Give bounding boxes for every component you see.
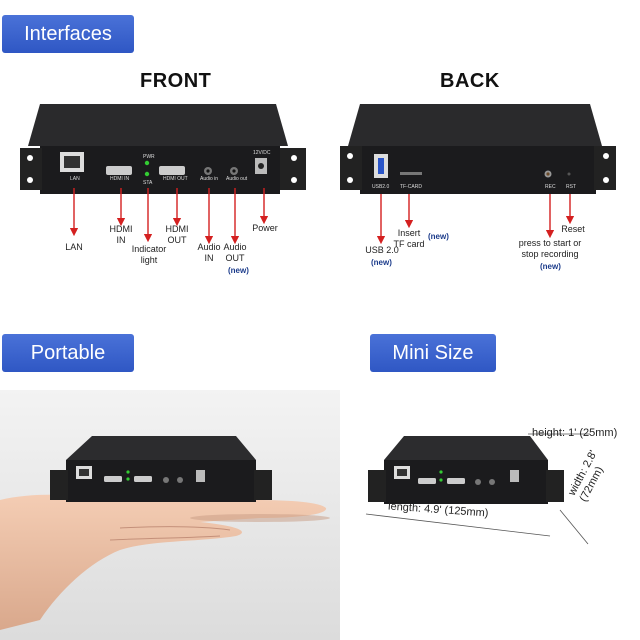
front-port-label: HDMI OUT [163,176,188,182]
back-device-image [340,104,616,194]
front-port-label: Audio in [200,176,219,182]
front-port-label: HDMI IN [110,176,130,182]
new-tag-tf: (new) [428,232,449,241]
back-heading: BACK [440,70,500,92]
mini-size-image [365,433,590,545]
callout-audio-in: Audio IN [197,242,221,263]
back-port-label: TF-CARD [400,184,422,190]
dim-height: height: 1' (25mm) [532,427,618,439]
portable-badge: Portable [2,334,134,372]
back-port-label: RST [566,184,576,190]
mini-size-badge: Mini Size [370,334,496,372]
callout-indicator: Indicator light [131,244,167,265]
callout-tf-card: Insert TF card [393,228,425,249]
new-tag-usb: (new) [371,258,392,267]
callout-audio-out: Audio OUT [223,242,247,263]
callout-power: Power [252,223,278,233]
back-port-label: REC [545,184,556,190]
portable-photo [0,390,340,640]
interfaces-badge: Interfaces [2,15,134,53]
front-port-label: STA [143,180,153,186]
callout-hdmi-in: HDMI IN [109,224,133,245]
front-port-label: PWR [143,154,155,160]
callout-lan: LAN [65,242,83,252]
front-device-image [20,104,306,194]
front-heading: FRONT [140,70,212,92]
back-port-label: USB2.0 [372,184,390,190]
callout-reset: Reset [561,224,585,234]
callout-rec: press to start or stop recording [518,238,582,259]
front-port-label: 12V/DC [253,150,271,156]
front-port-label: Audio out [226,176,248,182]
new-tag-rec: (new) [540,262,561,271]
callout-hdmi-out: HDMI OUT [165,224,189,245]
callout-usb: USB 2.0 [365,245,399,255]
new-tag-audio-out: (new) [228,266,249,275]
front-port-label: LAN [70,176,80,182]
